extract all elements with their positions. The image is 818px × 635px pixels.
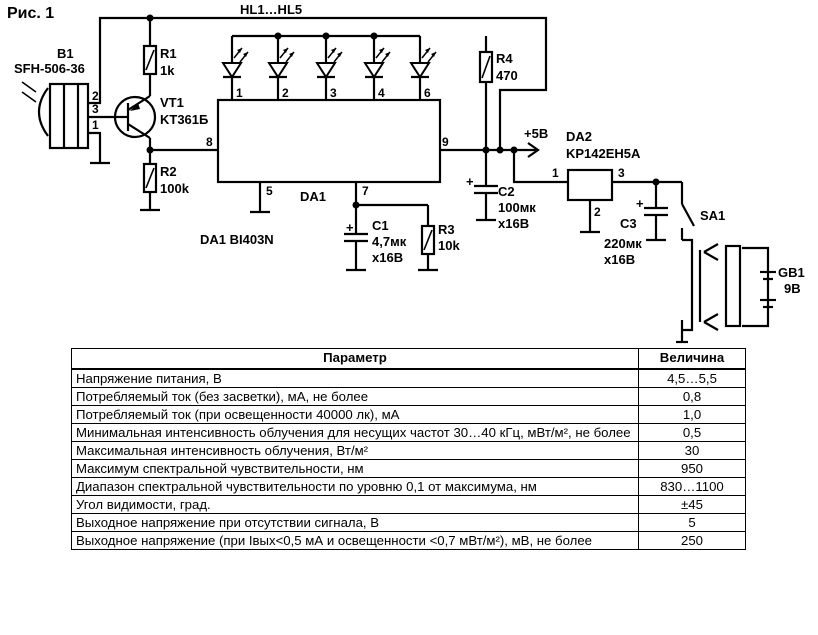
row-value: 30 [638,441,746,460]
r1-ref: R1 [160,46,177,61]
vt1-part: KT361Б [160,112,208,127]
c2-voltage: x16В [498,216,529,231]
r3-value: 10k [438,238,460,253]
vt1-ref: VT1 [160,95,184,110]
c2-plus: + [466,174,474,189]
battery-holder [724,244,742,328]
table-row: Максимальная интенсивность облучения, Вт… [71,441,746,460]
b1-pin-3: 3 [92,102,99,116]
leds-label: HL1…HL5 [240,2,302,17]
ic-da1 [216,98,442,184]
da2-pin-3: 3 [618,166,625,180]
table-row: Потребляемый ток (при освещенности 40000… [71,405,746,424]
table-row: Потребляемый ток (без засветки), мА, не … [71,387,746,406]
da2-ref: DA2 [566,129,592,144]
table-row: Угол видимости, град.±45 [71,495,746,514]
row-param: Минимальная интенсивность облучения для … [71,423,639,442]
row-value: 0,5 [638,423,746,442]
c3-value: 220мк [604,236,642,251]
row-param: Угол видимости, град. [71,495,639,514]
c3-voltage: x16В [604,252,635,267]
row-param: Выходное напряжение (при Iвых<0,5 мА и о… [71,531,639,550]
r2-value: 100k [160,181,190,196]
circuit-schematic: Рис. 1 HL1…HL5 B1 SFH-506-36 2 3 1 R1 1k… [7,2,805,344]
da1-part: DA1 BI403N [200,232,274,247]
table-row: Диапазон спектральной чувствительности п… [71,477,746,496]
row-param: Выходное напряжение при отсутствии сигна… [71,513,639,532]
row-param: Максимальная интенсивность облучения, Вт… [71,441,639,460]
c1-plus: + [346,220,354,235]
da1-pin-7: 7 [362,184,369,198]
r1-value: 1k [160,63,175,78]
led-hl1 [221,36,250,100]
sa1-ref: SA1 [700,208,725,223]
led-hl3 [315,36,344,100]
da1-pin-2: 2 [282,86,289,100]
c2-ref: C2 [498,184,515,199]
gb1-value: 9В [784,281,801,296]
row-value: 1,0 [638,405,746,424]
row-value: 4,5…5,5 [638,368,746,388]
row-value: 250 [638,531,746,550]
da1-pin-6: 6 [424,86,431,100]
da1-ref: DA1 [300,189,326,204]
da1-pin-8: 8 [206,135,213,149]
table-header-row: Параметр Величина [71,348,746,370]
c1-ref: C1 [372,218,389,233]
row-value: 830…1100 [638,477,746,496]
table-row: Выходное напряжение при отсутствии сигна… [71,513,746,532]
row-param: Напряжение питания, В [71,368,639,388]
table-row: Максимум спектральной чувствительности, … [71,459,746,478]
da1-pin-5: 5 [266,184,273,198]
led-hl4 [363,36,392,100]
table-row: Минимальная интенсивность облучения для … [71,423,746,442]
figure-title: Рис. 1 [7,5,54,22]
da1-pin-3: 3 [330,86,337,100]
r4-ref: R4 [496,51,513,66]
row-param: Потребляемый ток (при освещенности 40000… [71,405,639,424]
row-param: Максимум спектральной чувствительности, … [71,459,639,478]
c2-value: 100мк [498,200,536,215]
row-value: 0,8 [638,387,746,406]
r3-ref: R3 [438,222,455,237]
c3-plus: + [636,196,644,211]
ir-receiver-b1: B1 SFH-506-36 2 3 1 [14,46,99,150]
table-row: Выходное напряжение (при Iвых<0,5 мА и о… [71,531,746,550]
da2-pin-2: 2 [594,205,601,219]
supply-label: +5В [524,126,548,141]
regulator-da2 [566,168,614,202]
b1-pin-2: 2 [92,89,99,103]
r4-value: 470 [496,68,518,83]
row-value: ±45 [638,495,746,514]
header-parameter: Параметр [71,348,639,370]
led-hl2 [267,36,296,100]
c1-value: 4,7мк [372,234,407,249]
row-param: Диапазон спектральной чувствительности п… [71,477,639,496]
b1-pin-1: 1 [92,118,99,132]
da1-pin-9: 9 [442,135,449,149]
da2-pin-1: 1 [552,166,559,180]
c1-voltage: x16В [372,250,403,265]
da1-pin-1: 1 [236,86,243,100]
b1-ref: B1 [57,46,74,61]
led-hl5 [409,36,438,100]
b1-part: SFH-506-36 [14,61,85,76]
header-value: Величина [638,348,746,370]
transistor-vt1: VT1 KT361Б [113,95,208,139]
row-value: 5 [638,513,746,532]
row-param: Потребляемый ток (без засветки), мА, не … [71,387,639,406]
da1-pin-4: 4 [378,86,385,100]
row-value: 950 [638,459,746,478]
da2-part: KP142EH5A [566,146,641,161]
c3-ref: C3 [620,216,637,231]
r2-ref: R2 [160,164,177,179]
gb1-ref: GB1 [778,265,805,280]
